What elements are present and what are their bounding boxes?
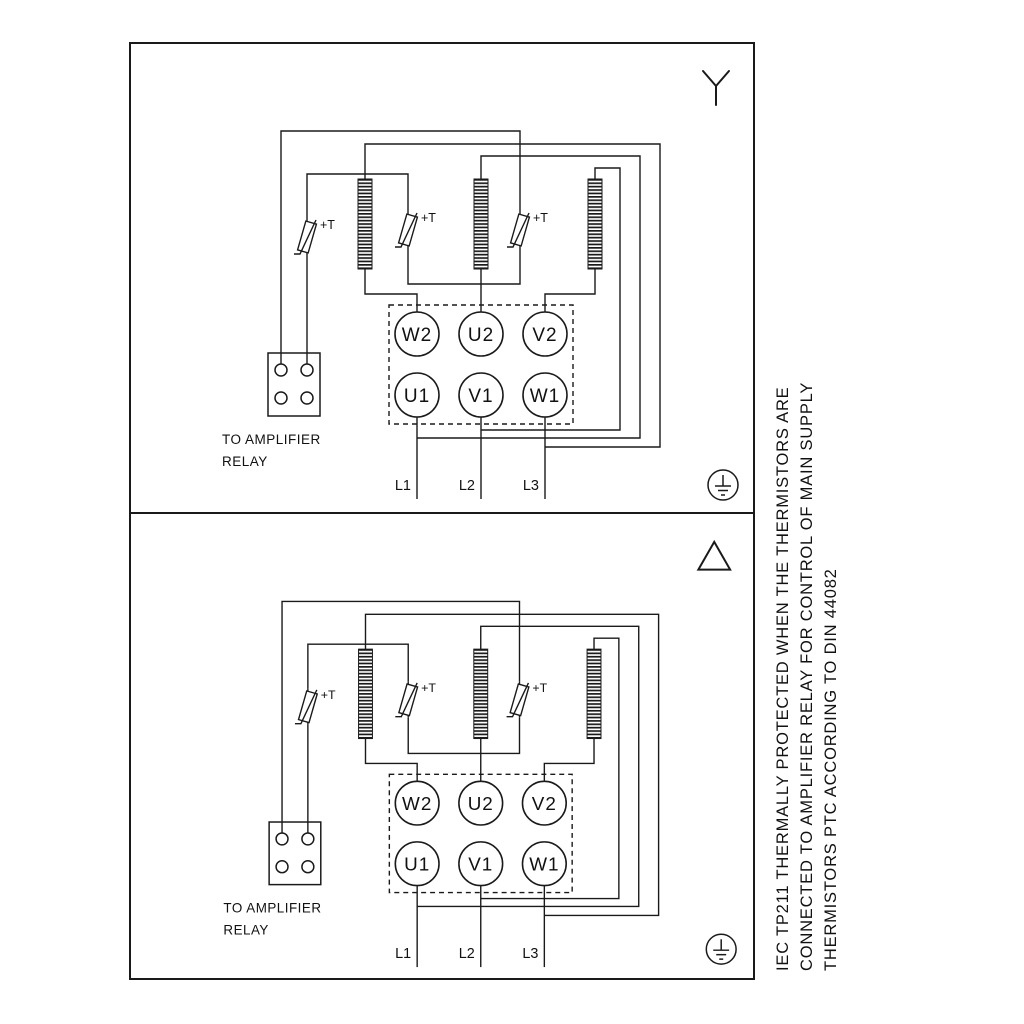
earth-ground-icon: [707, 469, 739, 501]
terminal-label-u2: U2: [468, 325, 494, 346]
motor-winding-icon: [357, 178, 373, 270]
supply-label-l2: L2: [459, 946, 475, 962]
relay-caption-line1: TO AMPLIFIER: [222, 432, 321, 447]
terminal-label-u1: U1: [404, 386, 430, 407]
thermistor-icon: [505, 681, 530, 719]
wiring-star: [280, 130, 661, 499]
supply-label-l1: L1: [395, 478, 411, 494]
thermistor-icon: [294, 688, 318, 726]
thermistor-label: +T: [321, 688, 336, 702]
star-connection-icon: [702, 70, 730, 106]
delta-connection-icon: [697, 540, 732, 571]
note-line-2: CONNECTED TO AMPLIFIER RELAY FOR CONTROL…: [798, 381, 816, 971]
supply-label-l3: L3: [522, 946, 538, 962]
panel-delta: +T +T +T W2 U2 V2 U1 V1 W1 TO AMPLIFIER …: [223, 540, 737, 968]
note-line-3: THERMISTORS PTC ACCORDING TO DIN 44082: [822, 568, 840, 971]
thermistor-icon: [394, 681, 419, 719]
terminal-label-v2: V2: [532, 325, 557, 346]
relay-terminal-block: [268, 821, 322, 886]
note-line-1: IEC TP211 THERMALLY PROTECTED WHEN THE T…: [774, 386, 792, 971]
panel-star: +T +T +T W2 U2 V2 U1 V1 W1 TO AMPLIFIER …: [222, 70, 739, 501]
terminal-label-w1: W1: [530, 386, 561, 407]
terminal-label-v2: V2: [532, 793, 557, 814]
relay-caption-line2: RELAY: [223, 922, 268, 937]
panel-divider-line: [129, 512, 755, 514]
motor-winding-icon: [587, 178, 603, 270]
thermistor-label: +T: [533, 211, 548, 225]
terminal-label-v1: V1: [468, 854, 493, 875]
thermistor-label: +T: [421, 681, 436, 695]
motor-winding-icon: [586, 648, 602, 740]
thermistor-icon: [293, 218, 318, 256]
diagram-frame: [129, 42, 755, 980]
relay-terminal-block: [267, 352, 321, 417]
thermistor-label: +T: [320, 218, 335, 232]
terminal-label-v1: V1: [468, 386, 493, 407]
thermistor-label: +T: [421, 211, 436, 225]
supply-label-l2: L2: [459, 478, 475, 494]
relay-caption-line2: RELAY: [222, 454, 268, 469]
thermistor-icon: [394, 211, 419, 249]
thermistor-label: +T: [532, 681, 547, 695]
terminal-label-w2: W2: [402, 325, 433, 346]
terminal-label-w1: W1: [529, 854, 559, 875]
motor-winding-icon: [358, 648, 373, 740]
relay-caption-line1: TO AMPLIFIER: [223, 900, 321, 915]
terminal-label-w2: W2: [402, 793, 432, 814]
terminal-label-u1: U1: [404, 854, 430, 875]
motor-winding-icon: [473, 178, 489, 270]
wiring-delta: [281, 600, 660, 968]
terminal-board-outline: [388, 773, 573, 894]
terminal-board-outline: [388, 304, 574, 425]
motor-winding-icon: [473, 648, 489, 740]
thermistor-icon: [506, 211, 531, 249]
terminal-label-u2: U2: [468, 793, 494, 814]
note-column: IEC TP211 THERMALLY PROTECTED WHEN THE T…: [771, 51, 843, 971]
earth-ground-icon: [705, 933, 737, 965]
supply-label-l3: L3: [523, 478, 539, 494]
supply-label-l1: L1: [395, 946, 411, 962]
